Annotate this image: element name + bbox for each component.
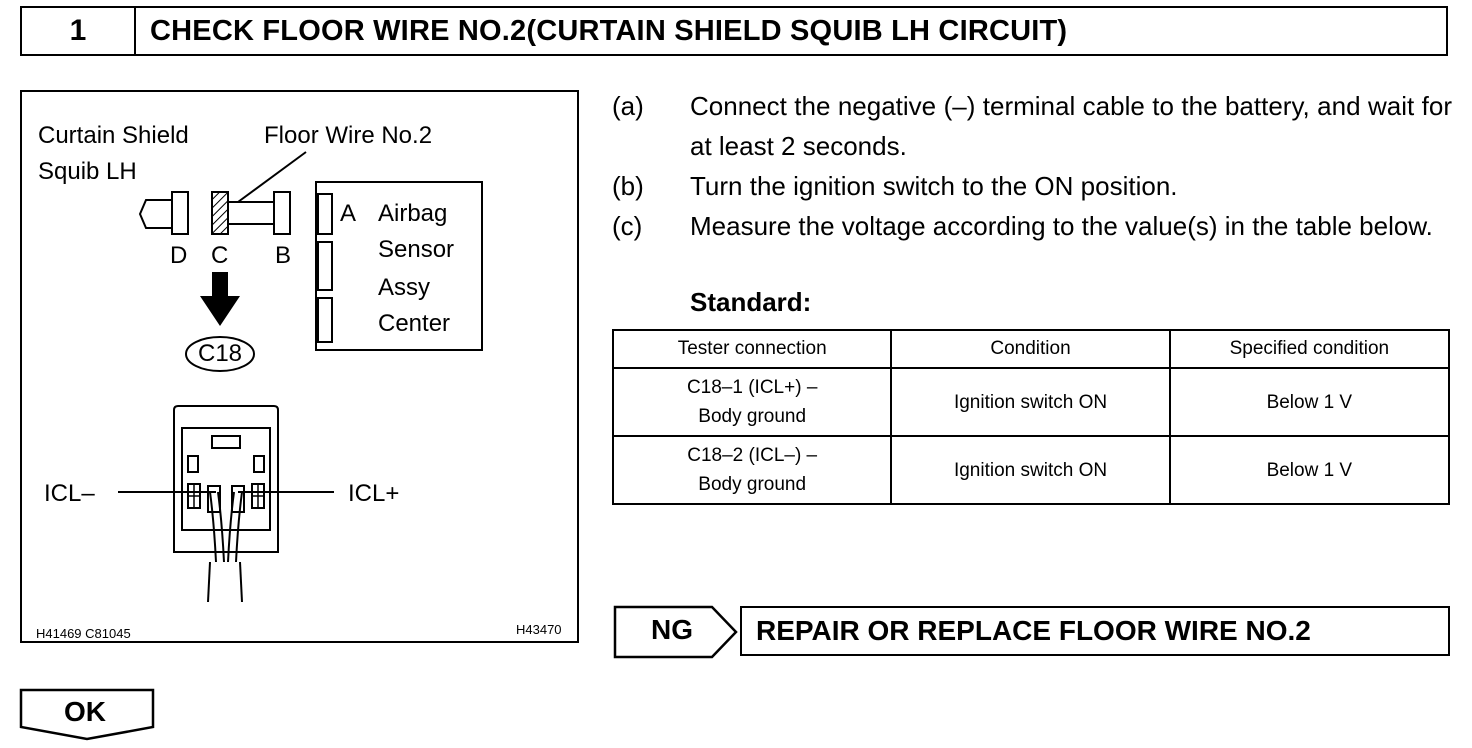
cell-condition: Ignition switch ON [890, 367, 1171, 437]
wiring-figure: Curtain Shield Squib LH Floor Wire No.2 … [20, 90, 579, 643]
icl-minus-label: ICL– [44, 480, 95, 507]
icl-plus-label: ICL+ [348, 480, 400, 507]
procedure-steps: (a) Connect the negative (–) terminal ca… [612, 86, 1452, 246]
conn-line1: C18–2 (ICL–) – [687, 445, 818, 466]
standard-label: Standard: [690, 287, 812, 317]
step-text: Measure the voltage according to the val… [690, 211, 1433, 241]
floor-wire-leader [237, 151, 307, 203]
figure-code-left: H41469 C81045 [36, 626, 131, 641]
assy-label-center: Center [378, 310, 451, 337]
step-marker: (b) [612, 171, 644, 201]
cell-tester-connection: C18–2 (ICL–) – Body ground [611, 435, 893, 505]
ok-label: OK [64, 696, 106, 727]
header-tester-connection: Tester connection [611, 329, 893, 369]
conn-line1: C18–1 (ICL+) – [686, 377, 818, 398]
connector-d-label: D [170, 242, 188, 269]
conn-line2: Body ground [698, 406, 807, 427]
assy-label-assy: Assy [378, 274, 431, 301]
connector-c-label: C [211, 242, 229, 269]
table-header-row: Tester connection Condition Specified co… [611, 329, 1451, 369]
squib-connector-d [138, 191, 189, 235]
c18-callout [185, 336, 255, 372]
step-text: Turn the ignition switch to the ON posit… [690, 171, 1178, 201]
step-number: 1 [22, 8, 136, 54]
ng-result-box: REPAIR OR REPLACE FLOOR WIRE NO.2 [740, 606, 1450, 656]
arrow-down-icon [200, 272, 240, 326]
ng-label: NG [651, 614, 693, 645]
step-b: (b) Turn the ignition switch to the ON p… [612, 166, 1452, 206]
cell-specified-condition: Below 1 V [1168, 435, 1451, 505]
connector-diagram [118, 151, 483, 603]
c18-label: C18 [197, 340, 243, 367]
table-row: C18–2 (ICL–) – Body ground Ignition switc… [611, 435, 1451, 505]
c18-connector-face [173, 405, 279, 603]
connector-a-label: A [340, 200, 357, 227]
assy-label-sensor: Sensor [378, 236, 455, 263]
header-condition: Condition [890, 329, 1171, 369]
cell-condition: Ignition switch ON [890, 435, 1171, 505]
standard-table: Tester connection Condition Specified co… [611, 329, 1451, 505]
figure-code-right: H43470 [516, 622, 562, 637]
step-marker: (a) [612, 91, 644, 121]
curtain-shield-label: Curtain Shield [38, 122, 189, 149]
ng-arrow-box [613, 605, 738, 659]
assy-label-airbag: Airbag [378, 200, 448, 227]
step-header: 1 CHECK FLOOR WIRE NO.2(CURTAIN SHIELD S… [20, 6, 1448, 56]
header-specified-condition: Specified condition [1168, 329, 1451, 369]
cell-tester-connection: C18–1 (ICL+) – Body ground [611, 367, 893, 437]
squib-lh-label: Squib LH [38, 158, 137, 185]
cell-specified-condition: Below 1 V [1168, 367, 1451, 437]
step-title: CHECK FLOOR WIRE NO.2(CURTAIN SHIELD SQU… [150, 14, 1068, 47]
floor-wire-label: Floor Wire No.2 [264, 122, 433, 149]
step-a: (a) Connect the negative (–) terminal ca… [612, 86, 1452, 166]
step-text: Connect the negative (–) terminal cable … [690, 91, 1452, 161]
step-c: (c) Measure the voltage according to the… [612, 206, 1452, 246]
connector-b-label: B [275, 242, 292, 269]
airbag-sensor-assy-box [315, 181, 483, 351]
step-marker: (c) [612, 211, 643, 241]
conn-line2: Body ground [698, 474, 807, 495]
floor-wire-connector-c [211, 191, 291, 235]
table-row: C18–1 (ICL+) – Body ground Ignition switc… [611, 367, 1451, 437]
ok-arrow-box [19, 688, 155, 741]
